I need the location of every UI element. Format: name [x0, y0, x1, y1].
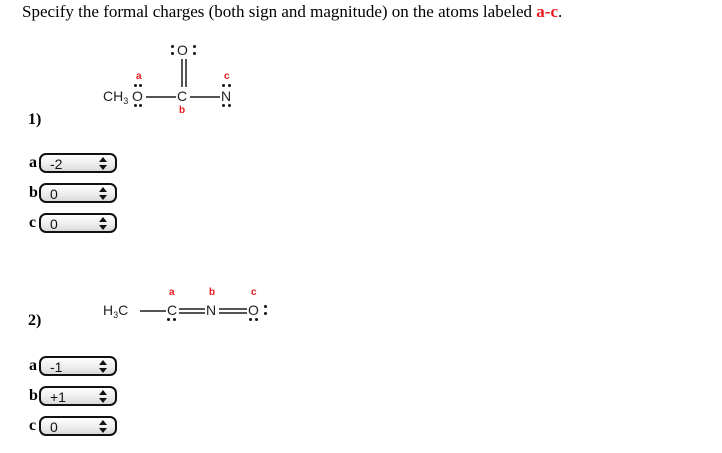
prompt-text: Specify the formal charges (both sign an… [22, 2, 537, 21]
label-b: b [179, 105, 186, 116]
updown-arrows-icon [99, 360, 107, 374]
row-label: a [29, 357, 37, 374]
updown-arrows-icon [99, 157, 107, 171]
selected-value: -2 [50, 156, 63, 172]
atom-c-a: C [167, 302, 178, 318]
atom-c-b: C [177, 88, 188, 104]
selected-value: 0 [50, 419, 58, 435]
atom-o-carbonyl: O [177, 42, 188, 58]
selected-value: -1 [50, 359, 63, 375]
row-label: b [29, 387, 38, 404]
label-a: a [169, 287, 175, 298]
question-1-number: 1) [28, 111, 42, 128]
row-label: c [29, 417, 37, 434]
charge-select-1c[interactable]: 0 [39, 213, 117, 233]
label-b: b [209, 287, 216, 298]
question-2-number: 2) [28, 312, 42, 329]
bond-c-n [190, 96, 220, 98]
selected-value: 0 [50, 186, 58, 202]
updown-arrows-icon [99, 217, 107, 231]
charge-select-2c[interactable]: 0 [39, 416, 117, 436]
selected-value: +1 [50, 389, 66, 405]
atom-o-a: O [132, 88, 143, 104]
atom-n-c: N [221, 88, 232, 104]
charge-select-1a[interactable]: -2 [39, 153, 117, 173]
label-a: a [136, 71, 142, 82]
atom-ch3: CH3 [103, 88, 129, 106]
label-c: c [251, 287, 257, 298]
row-label: b [29, 184, 38, 201]
updown-arrows-icon [99, 187, 107, 201]
question-prompt: Specify the formal charges (both sign an… [22, 2, 562, 22]
charge-select-2a[interactable]: -1 [39, 356, 117, 376]
updown-arrows-icon [99, 390, 107, 404]
updown-arrows-icon [99, 420, 107, 434]
charge-select-2b[interactable]: +1 [39, 386, 117, 406]
charge-select-1b[interactable]: 0 [39, 183, 117, 203]
label-c: c [224, 71, 230, 82]
prompt-suffix: . [558, 2, 563, 21]
atom-n-b: N [206, 302, 217, 318]
atom-o-c: O [248, 302, 259, 318]
atom-h3c: H3C [103, 302, 129, 320]
bond-c-c [140, 310, 166, 312]
prompt-highlight: a-c [536, 2, 558, 21]
bond-o-c [146, 96, 176, 98]
selected-value: 0 [50, 216, 58, 232]
row-label: c [29, 214, 37, 231]
row-label: a [29, 154, 37, 171]
